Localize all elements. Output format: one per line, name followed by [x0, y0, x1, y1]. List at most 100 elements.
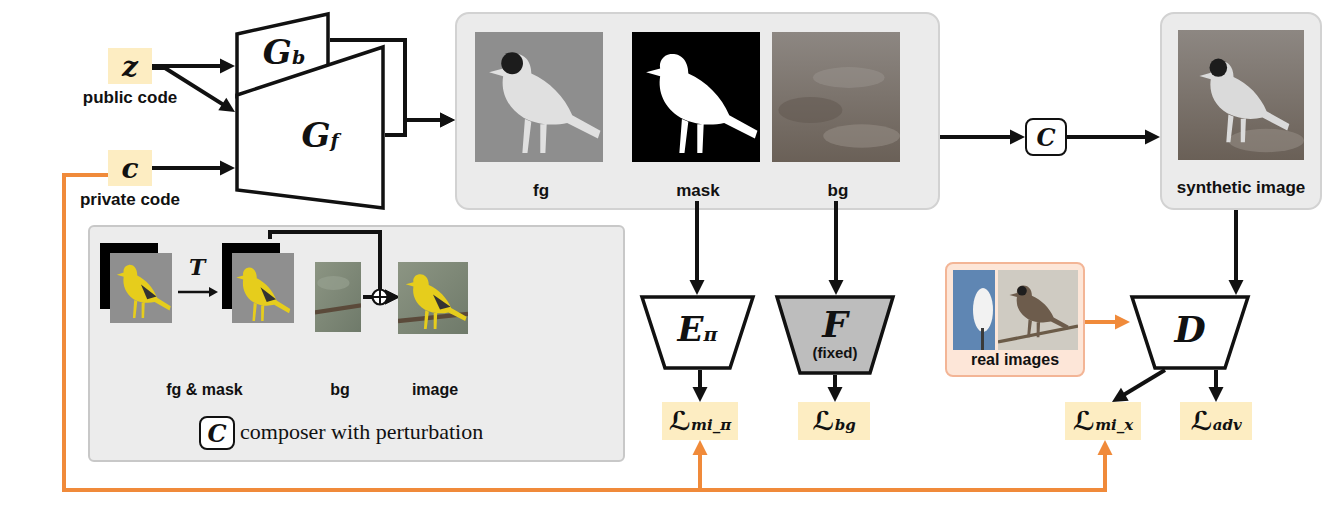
arrowhead [1115, 315, 1130, 330]
image-thumb [398, 262, 468, 334]
flow-arrow [1209, 370, 1224, 402]
connector-line [152, 166, 223, 170]
loss-symbol: ℒmi_π [669, 406, 731, 436]
mask-image [632, 32, 760, 162]
loss-symbol: ℒbg [812, 406, 855, 436]
image-label: image [400, 381, 470, 399]
math-symbol: C [1036, 123, 1055, 152]
text-area: Eπ [660, 299, 735, 359]
flow-arrow [152, 68, 235, 112]
trapezoid-shape [1132, 297, 1248, 368]
arrowhead [440, 113, 455, 128]
image-label: fg [477, 181, 605, 201]
loss-box: ℒmi_x [1065, 402, 1141, 440]
bg-image [772, 32, 900, 162]
connector-line [152, 68, 225, 106]
code-box: cprivate code [108, 150, 152, 186]
flow-arrow [363, 290, 400, 305]
arrowhead [829, 280, 844, 295]
math-symbol: c [121, 152, 138, 185]
connector-line [1085, 320, 1118, 324]
flow-arrow [1112, 370, 1165, 402]
connector-line [64, 175, 700, 490]
image-label: mask [634, 181, 762, 201]
image-label: real images [947, 351, 1083, 369]
flow-arrow [152, 161, 235, 176]
flow-arrow [1067, 130, 1160, 145]
arrowhead [690, 280, 705, 295]
bg-thumb [315, 262, 361, 332]
connector-line [1122, 370, 1165, 396]
connector-line [64, 175, 1105, 490]
code-box: zpublic code [108, 48, 152, 84]
flow-arrow [693, 370, 708, 402]
transform-arrow [178, 291, 210, 294]
math-symbol: C [207, 419, 226, 448]
loss-box: ℒbg [798, 402, 870, 440]
loss-symbol: ℒadv [1190, 406, 1241, 436]
connector-line [1234, 210, 1238, 283]
fg-image [475, 32, 603, 162]
fg-thumb [110, 253, 172, 323]
flow-arrow [828, 375, 843, 402]
legend-text: composer with perturbation [240, 419, 483, 445]
supervision-arrow [1085, 315, 1130, 330]
composer-box: C [1025, 118, 1067, 156]
text-area: D [1150, 299, 1230, 361]
arrowhead [693, 440, 708, 455]
connector-line [1067, 135, 1148, 139]
arrowhead [1112, 388, 1129, 402]
supervision-arrow [64, 175, 708, 490]
flow-arrow [940, 130, 1025, 145]
arrowhead [693, 387, 708, 402]
image-label: fg & mask [97, 381, 312, 399]
arrowhead [1229, 280, 1244, 295]
arrowhead [1010, 130, 1025, 145]
connector-line [940, 135, 1013, 139]
math-symbol: Eπ [678, 309, 718, 349]
real-image-2 [998, 270, 1078, 350]
math-symbol: Gf [301, 115, 338, 155]
flow-arrow [690, 201, 705, 295]
math-symbol: D [1174, 310, 1205, 350]
arrowhead [220, 161, 235, 176]
loss-box: ℒadv [1180, 402, 1252, 440]
code-label: private code [80, 190, 180, 210]
flow-arrow [1229, 210, 1244, 295]
text-area: composer with perturbation [240, 413, 620, 451]
text-area: Gf [265, 100, 375, 170]
code-label: public code [83, 88, 177, 108]
transform-label: T [189, 254, 205, 280]
trapezoid-shape [777, 297, 893, 373]
math-symbol: F [822, 305, 848, 345]
composer-symbol: C [199, 416, 235, 450]
image-label: bg [317, 381, 363, 399]
fg-thumb [232, 253, 294, 323]
arrowhead [440, 113, 455, 128]
connector-line [330, 40, 443, 120]
flow-arrow [829, 201, 844, 295]
transform-arrowhead [209, 287, 218, 297]
text-area: F(fixed) [795, 297, 875, 369]
arrowhead [1098, 440, 1113, 455]
fixed-network-trapezoid: F(fixed) [775, 295, 895, 375]
oplus-symbol [373, 290, 388, 305]
math-symbol: z [122, 50, 138, 83]
image-label: bg [774, 181, 902, 201]
trapezoid-shape [237, 47, 383, 208]
generator-trapezoid: Gf [235, 45, 385, 210]
discriminator-trapezoid: D [1130, 295, 1250, 370]
loss-box: ℒmi_π [662, 402, 738, 440]
loss-symbol: ℒmi_x [1073, 406, 1133, 436]
trapezoid-shape [642, 297, 753, 368]
arrowhead [1209, 387, 1224, 402]
arrowhead [1145, 130, 1160, 145]
encoder-trapezoid: Eπ [640, 295, 755, 370]
image-label: synthetic image [1162, 178, 1320, 198]
arrowhead [220, 59, 235, 74]
connector-line [385, 120, 443, 135]
arrowhead [828, 387, 843, 402]
annotation: (fixed) [813, 344, 858, 361]
supervision-arrow [64, 175, 1113, 490]
synthetic-image [1178, 30, 1304, 160]
